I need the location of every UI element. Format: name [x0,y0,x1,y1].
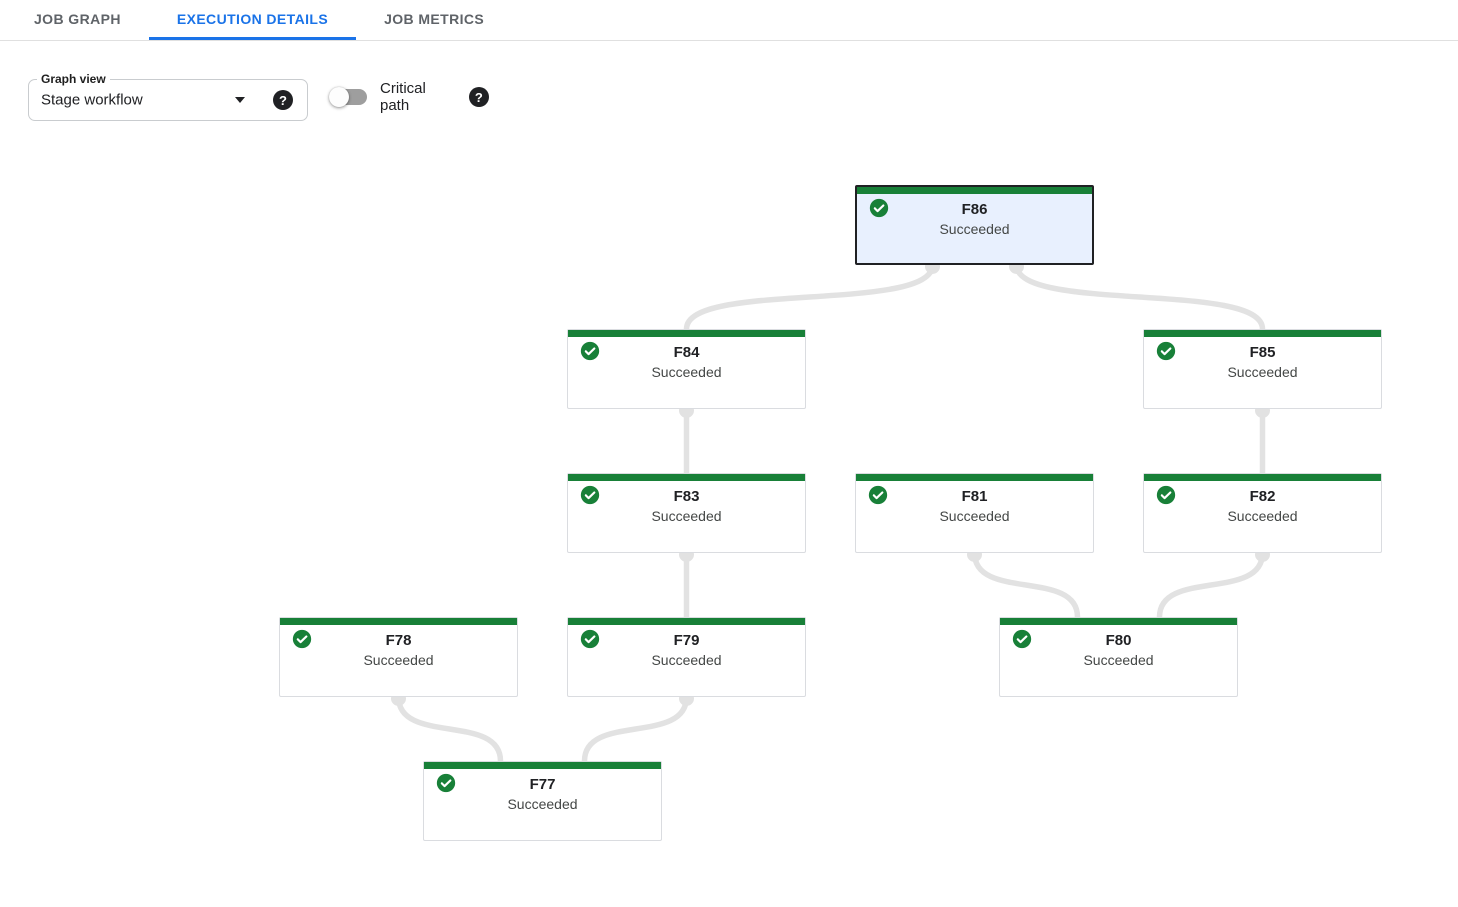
node-status-bar [857,187,1092,194]
node-status-bar [568,330,805,337]
node-status: Succeeded [939,221,1010,237]
node-id: F81 [961,488,988,505]
check-circle-icon [580,341,600,361]
graph-view-select[interactable]: Graph view Stage workflow ? [28,72,308,121]
node-id: F77 [529,776,556,793]
graph-edge-f81-f80 [971,552,1081,618]
check-circle-icon [1012,629,1032,649]
check-circle-icon [292,629,312,649]
tab-execution-details[interactable]: EXECUTION DETAILS [148,0,357,40]
toggle-thumb [329,87,349,107]
node-id: F82 [1249,488,1276,505]
node-status: Succeeded [651,364,722,380]
graph-view-select-label: Graph view [37,72,110,86]
graph-edge-f78-f77 [395,696,504,762]
node-status: Succeeded [1083,652,1154,668]
graph-edge-f86-f84 [683,264,936,330]
node-status: Succeeded [939,508,1010,524]
node-status-bar [424,762,661,769]
check-circle-icon [1156,341,1176,361]
tab-job-graph[interactable]: JOB GRAPH [34,10,121,27]
node-status-bar [1000,618,1237,625]
node-status-bar [568,474,805,481]
tab-bar: JOB GRAPH EXECUTION DETAILS JOB METRICS [0,0,1458,41]
node-id: F80 [1105,632,1132,649]
node-status-bar [280,618,517,625]
node-status: Succeeded [507,796,578,812]
node-id: F78 [385,632,412,649]
tab-job-metrics[interactable]: JOB METRICS [384,10,485,27]
node-status: Succeeded [651,508,722,524]
check-circle-icon [868,485,888,505]
graph-view-select-value: Stage workflow [41,91,143,109]
node-status: Succeeded [363,652,434,668]
node-id: F85 [1249,344,1276,361]
node-status: Succeeded [1227,508,1298,524]
critical-path-help-icon[interactable]: ? [468,87,489,107]
node-id: F79 [673,632,700,649]
check-circle-icon [580,629,600,649]
graph-edge-f86-f85 [1013,264,1266,330]
node-status: Succeeded [1227,364,1298,380]
node-status-bar [568,618,805,625]
node-id: F86 [961,201,988,218]
check-circle-icon [869,198,889,218]
node-status: Succeeded [651,652,722,668]
critical-path-label: Critical path [380,80,426,114]
node-status-bar [856,474,1093,481]
critical-path-control: Critical path ? [329,80,489,114]
node-id: F84 [673,344,700,361]
check-circle-icon [436,773,456,793]
graph-edge-f79-f77 [581,696,690,762]
chevron-down-icon [235,97,245,103]
critical-path-toggle[interactable] [329,86,368,108]
check-circle-icon [580,485,600,505]
node-id: F83 [673,488,700,505]
node-status-bar [1144,474,1381,481]
graph-view-help-icon[interactable]: ? [273,90,293,110]
graph-edge-f82-f80 [1156,552,1266,618]
node-status-bar [1144,330,1381,337]
check-circle-icon [1156,485,1176,505]
